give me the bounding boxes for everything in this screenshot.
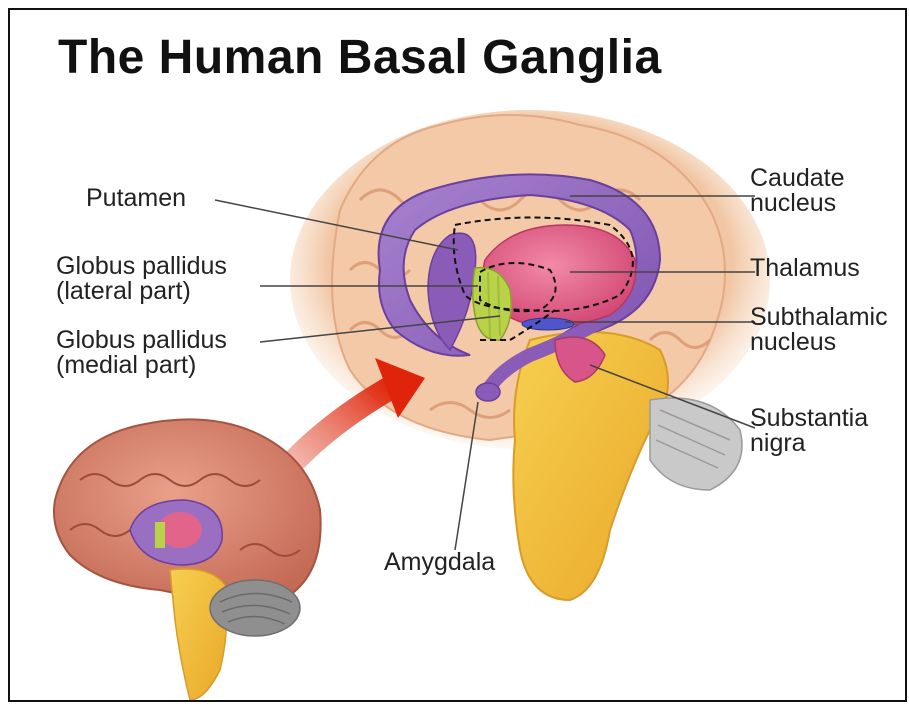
label-putamen-text: Putamen: [86, 184, 186, 212]
label-amygdala: Amygdala: [384, 550, 495, 575]
label-globus-pallidus-medial-line2: (medial part): [56, 353, 227, 378]
label-amygdala-text: Amygdala: [384, 548, 495, 576]
cerebellum-section: [650, 398, 742, 490]
label-globus-pallidus-medial-line1: Globus pallidus: [56, 328, 227, 353]
label-globus-pallidus-lateral-line2: (lateral part): [56, 279, 227, 304]
diagram-frame: The Human Basal Ganglia Putamen Globus p…: [8, 8, 907, 702]
label-thalamus-text: Thalamus: [750, 254, 860, 282]
label-caudate-line1: Caudate: [750, 166, 845, 191]
label-globus-pallidus-lateral-line1: Globus pallidus: [56, 254, 227, 279]
label-putamen: Putamen: [86, 186, 186, 211]
whole-brain-illustration: [54, 419, 321, 700]
label-subthalamic-line2: nucleus: [750, 330, 888, 355]
label-caudate-line2: nucleus: [750, 191, 845, 216]
label-substantia-nigra: Substantia nigra: [750, 406, 868, 456]
label-globus-pallidus-lateral: Globus pallidus (lateral part): [56, 254, 227, 304]
label-caudate-nucleus: Caudate nucleus: [750, 166, 845, 216]
page-title: The Human Basal Ganglia: [58, 34, 662, 82]
label-subthalamic-nucleus: Subthalamic nucleus: [750, 305, 888, 355]
label-substantia-line2: nigra: [750, 431, 868, 456]
label-subthalamic-line1: Subthalamic: [750, 305, 888, 330]
label-substantia-line1: Substantia: [750, 406, 868, 431]
label-globus-pallidus-medial: Globus pallidus (medial part): [56, 328, 227, 378]
label-thalamus: Thalamus: [750, 256, 860, 281]
